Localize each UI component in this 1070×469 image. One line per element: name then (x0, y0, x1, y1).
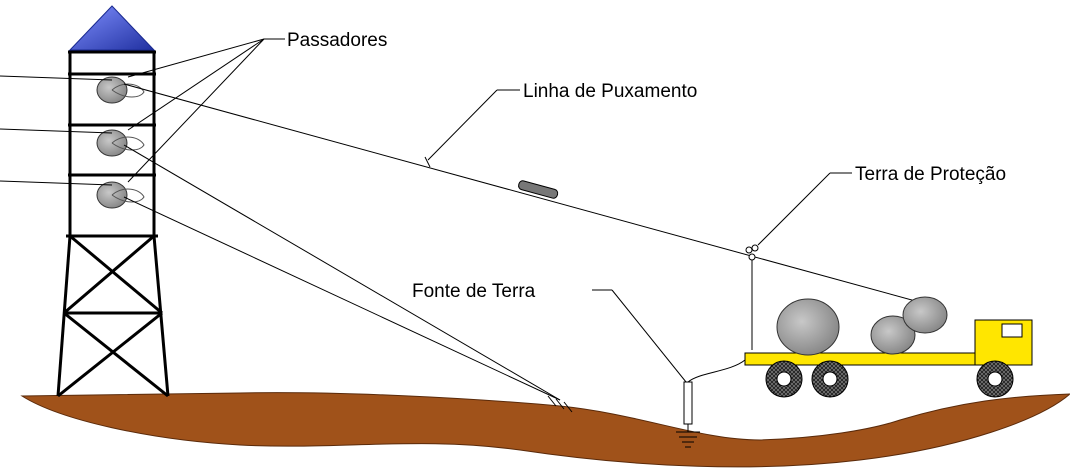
puller-truck (744, 296, 1033, 398)
ground-rod (676, 359, 746, 448)
label-terra-de-protecao: Terra de Proteção (855, 164, 1006, 185)
pulling-grip (518, 180, 559, 199)
pulling-line (123, 83, 931, 306)
label-passadores: Passadores (287, 30, 387, 51)
anchor-lines (123, 144, 573, 413)
tower-cap (68, 5, 156, 51)
truck-wheels (765, 360, 1014, 398)
reel-large (776, 298, 840, 356)
protection-ground (745, 244, 759, 350)
label-linha-de-puxamento: Linha de Puxamento (523, 81, 697, 102)
ground (20, 392, 1070, 468)
label-fonte-de-terra: Fonte de Terra (412, 281, 536, 302)
reel-small-right (902, 296, 948, 334)
existing-conductors (0, 75, 113, 186)
truck-window (1001, 323, 1023, 338)
pulleys (96, 76, 145, 209)
leader-lines (127, 38, 852, 383)
transmission-tower (56, 5, 170, 398)
reel-small-left (870, 315, 916, 355)
